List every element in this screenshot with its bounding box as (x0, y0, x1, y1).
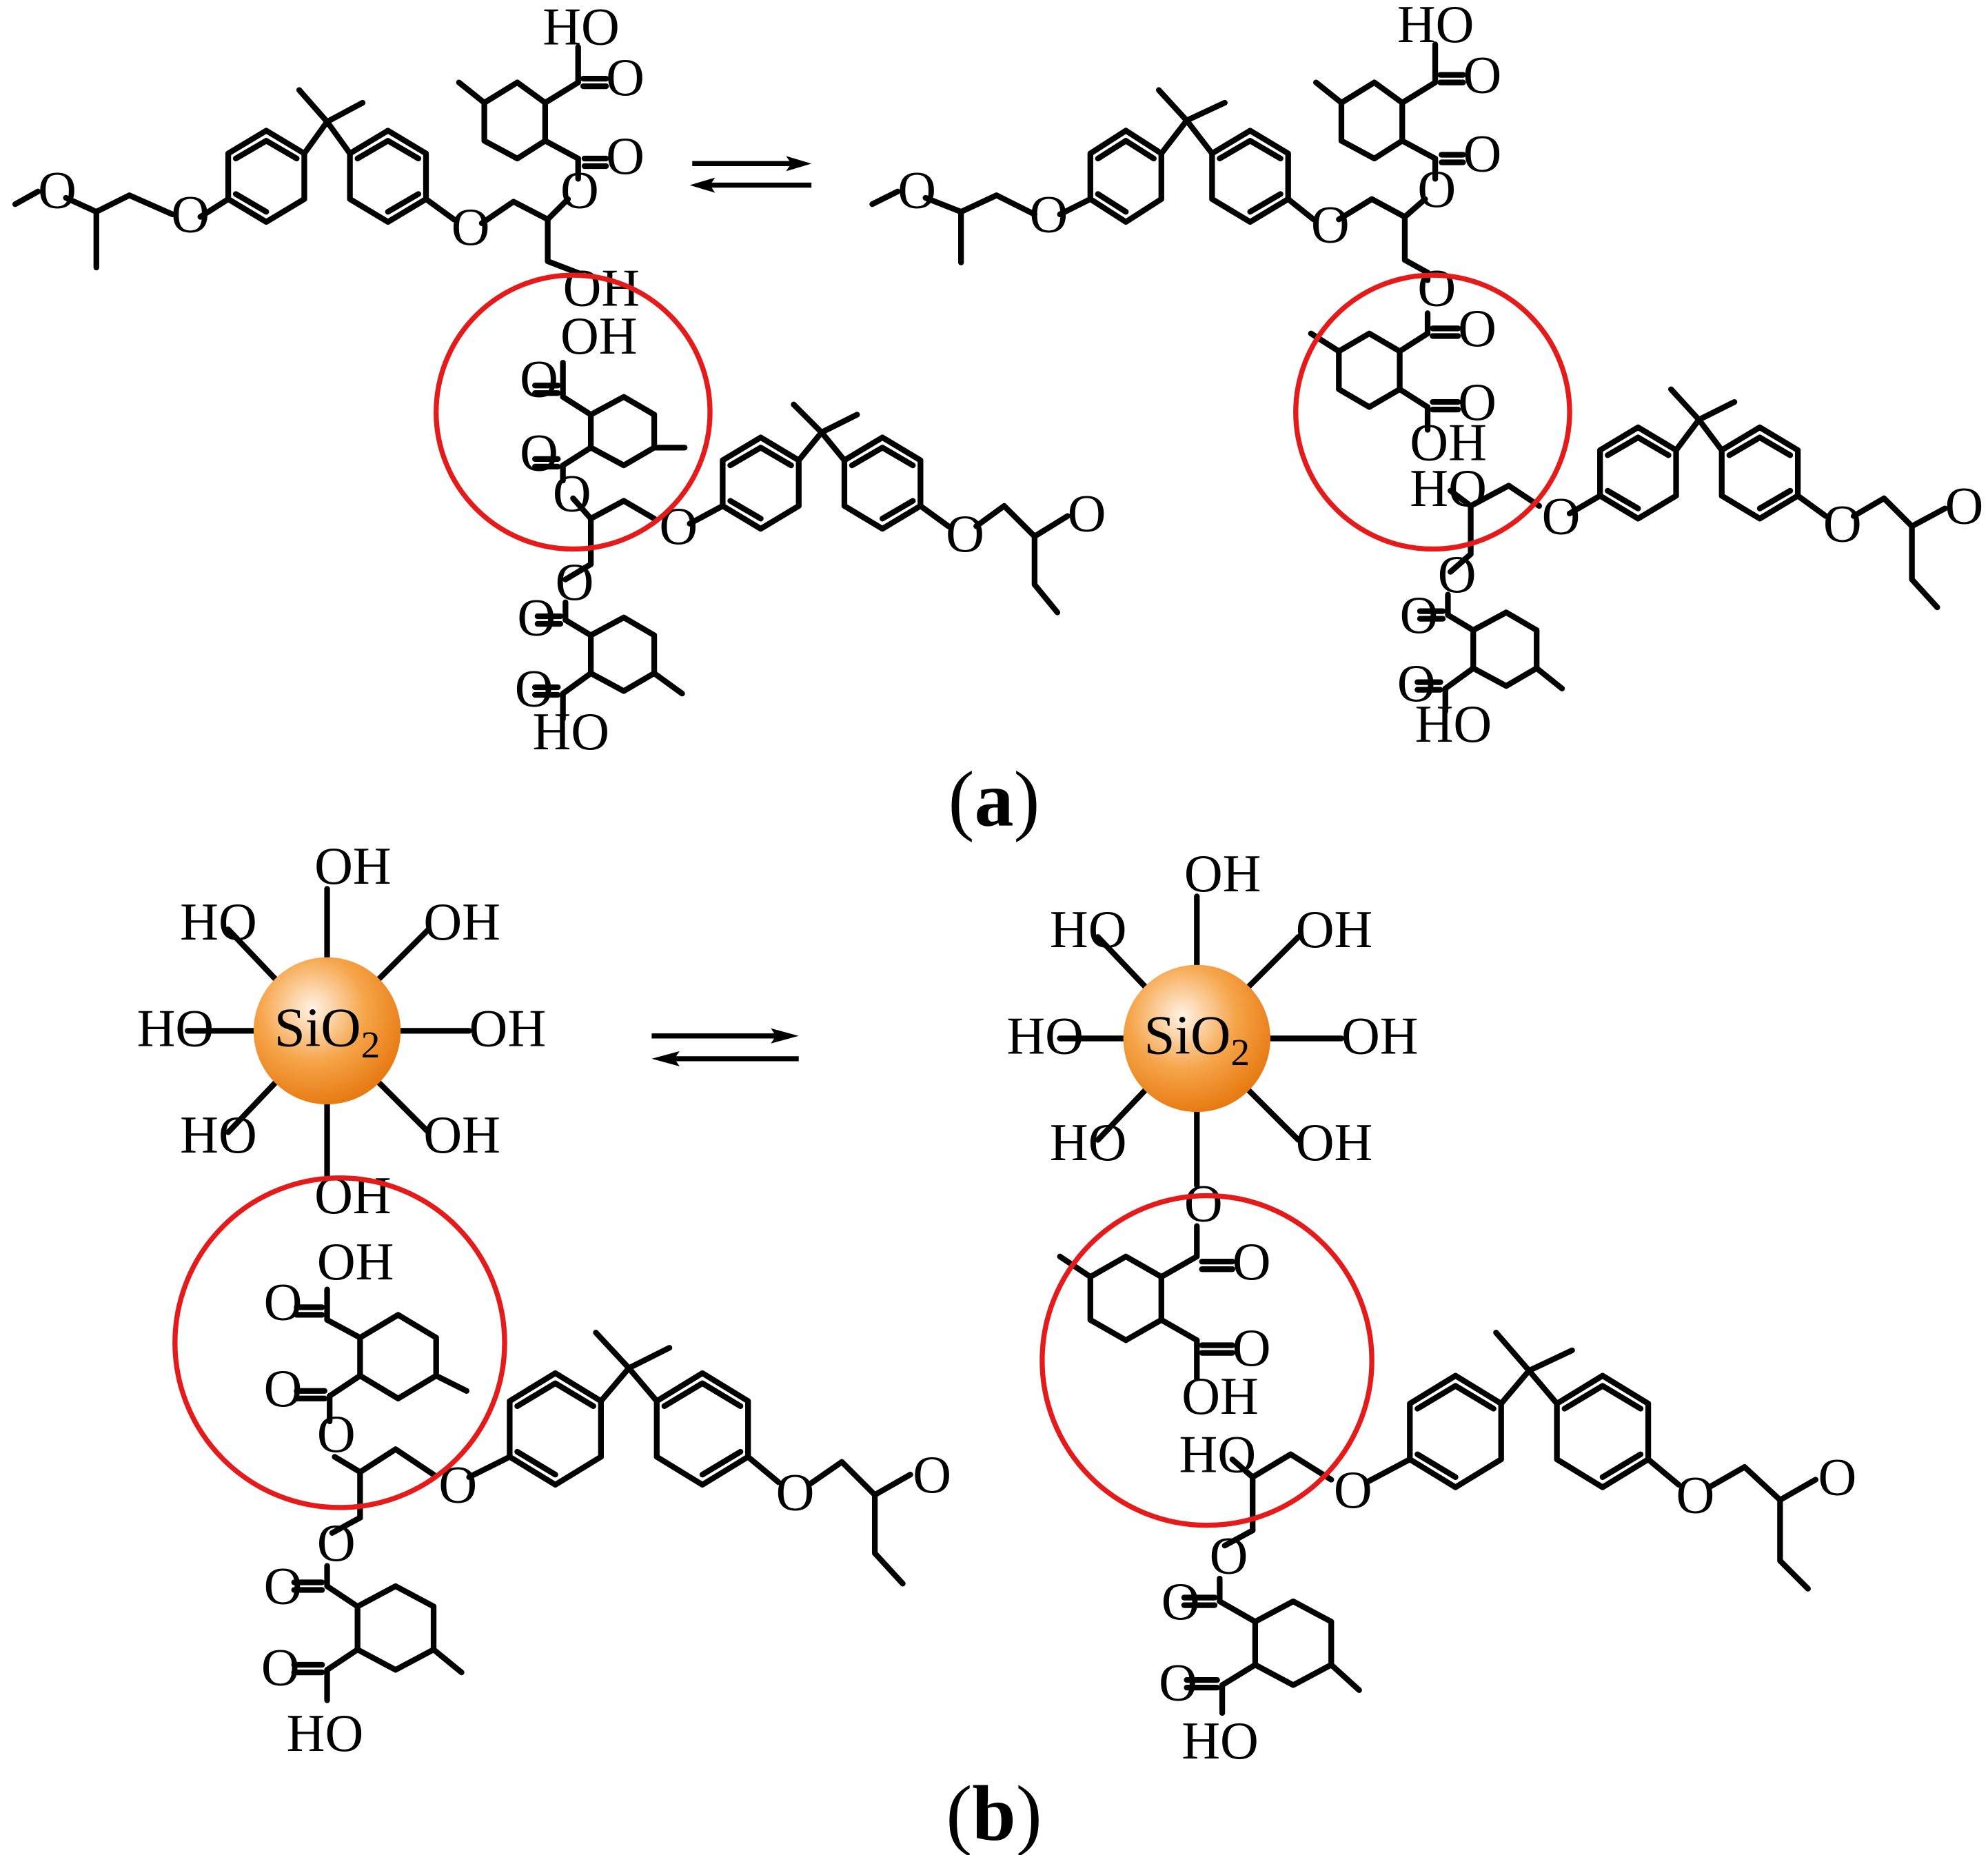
atom-o: O (1818, 1448, 1857, 1507)
atom-oh: OH (423, 892, 500, 951)
atom-o: O (1463, 45, 1502, 104)
panel-b: SiO2 OH OH OH OH OH HO HO HO OH O O O (137, 836, 1857, 1855)
atom-ho: HO (287, 1703, 364, 1763)
atom-o: O (261, 1637, 300, 1696)
atom-oh: OH (314, 1166, 392, 1225)
atom-o: O (520, 423, 558, 482)
atom-o: O (1162, 1572, 1200, 1631)
atom-ho: HO (1181, 1711, 1259, 1770)
atom-ho: HO (533, 702, 610, 761)
atom-ho: HO (1410, 458, 1487, 518)
atom-ho: HO (1050, 900, 1127, 959)
atom-o: O (897, 161, 936, 220)
atom-o: O (438, 1455, 477, 1514)
atom-oh: OH (560, 306, 638, 365)
atom-o: O (1458, 298, 1497, 358)
atom-o: O (1233, 1318, 1271, 1377)
atom-o: O (1823, 494, 1862, 553)
atom-o: O (1233, 1232, 1271, 1291)
atom-o: O (452, 197, 490, 256)
atom-o: O (1458, 372, 1497, 432)
highlight-circle (1039, 1193, 1375, 1528)
atom-o: O (659, 496, 698, 556)
atom-o: O (515, 659, 554, 718)
atom-o: O (264, 1557, 303, 1616)
atom-o: O (1184, 1173, 1223, 1233)
atom-oh: OH (423, 1105, 500, 1164)
atom-o: O (556, 552, 594, 611)
sio2-nanoparticle (1123, 964, 1270, 1113)
atom-o: O (38, 161, 77, 220)
atom-o: O (946, 504, 984, 563)
panel-a-product-molecule: O O O O O (869, 0, 1983, 753)
atom-o: O (606, 48, 645, 107)
sio2-label: SiO2 (274, 996, 380, 1066)
atom-o: O (1438, 545, 1477, 604)
atom-oh: OH (1296, 1113, 1373, 1172)
panel-b-label: (b) (946, 1770, 1042, 1855)
atom-o: O (264, 1359, 303, 1418)
panel-b-product-molecule: O O O OH HO O (1057, 1173, 1857, 1770)
atom-o: O (520, 349, 558, 409)
atom-o: O (1542, 486, 1581, 545)
panel-a: O O O OH O (12, 0, 1983, 842)
atom-o: O (1210, 1526, 1248, 1585)
atom-o: O (1068, 484, 1106, 543)
atom-o: O (1463, 123, 1502, 183)
atom-o: O (317, 1513, 356, 1572)
highlight-circle (1293, 272, 1572, 552)
equilibrium-arrows (651, 1028, 799, 1066)
highlight-circle (434, 272, 713, 552)
atom-ho: HO (1006, 1006, 1084, 1066)
atom-ho: HO (542, 0, 620, 56)
panel-b-product-nanoparticle: SiO2 OH OH OH OH HO HO HO (1006, 844, 1419, 1188)
atom-ho: HO (1179, 1424, 1257, 1483)
atom-ho: HO (1050, 1113, 1127, 1172)
panel-a-reactant-molecule: O O O OH O (12, 0, 1106, 761)
atom-oh: OH (1410, 413, 1487, 472)
panel-a-label: (a) (949, 755, 1040, 842)
atom-ho: HO (137, 998, 214, 1057)
atom-o: O (606, 126, 645, 185)
atom-o: O (1417, 258, 1456, 317)
panel-b-reactant-molecule: OH O O O O O (261, 1232, 951, 1763)
sio2-label: SiO2 (1144, 1004, 1250, 1074)
atom-o: O (776, 1463, 815, 1522)
atom-oh: OH (1341, 1006, 1419, 1066)
atom-oh: OH (314, 836, 392, 895)
atom-ho: HO (180, 1105, 257, 1164)
atom-o: O (317, 1404, 356, 1463)
atom-ho: HO (1415, 694, 1492, 753)
atom-oh: OH (469, 998, 547, 1057)
atom-o: O (517, 588, 556, 647)
atom-o: O (264, 1273, 303, 1332)
atom-oh: OH (1181, 1366, 1259, 1426)
atom-o: O (1400, 585, 1439, 645)
atom-ho: HO (1397, 0, 1474, 54)
atom-o: O (1334, 1460, 1372, 1519)
equilibrium-arrows (689, 156, 812, 193)
sio2-nanoparticle (253, 957, 401, 1105)
atom-o: O (1397, 653, 1436, 713)
highlight-circle (172, 1175, 507, 1510)
atom-o: O (913, 1445, 951, 1504)
atom-o: O (1676, 1465, 1715, 1524)
atom-o: O (1945, 476, 1983, 536)
atom-oh: OH (1184, 844, 1261, 903)
atom-o: O (1159, 1653, 1197, 1712)
panel-b-reactant-nanoparticle: SiO2 OH OH OH OH OH HO HO HO (137, 836, 546, 1225)
atom-oh: OH (317, 1232, 394, 1291)
atom-ho: HO (180, 892, 257, 951)
atom-oh: OH (1296, 900, 1373, 959)
atom-o: O (1311, 194, 1350, 254)
